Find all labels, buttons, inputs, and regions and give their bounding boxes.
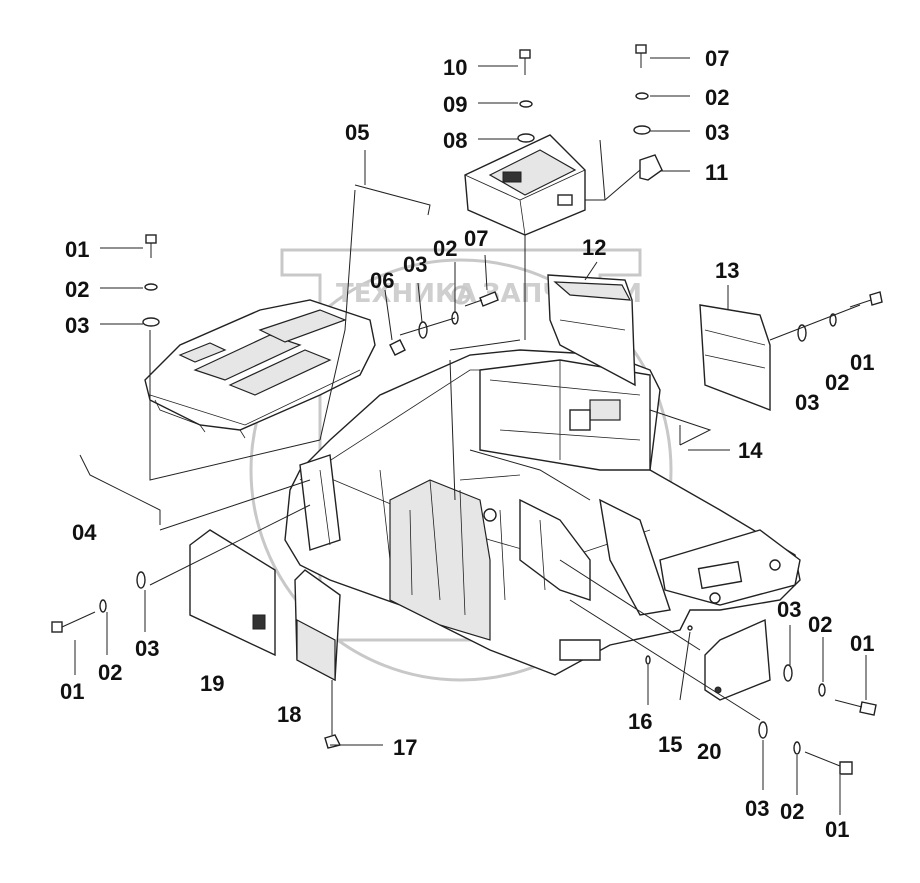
upper-frame (284, 349, 801, 676)
callout-03: 03 (135, 636, 159, 661)
rods (79, 184, 431, 525)
box-cover (464, 134, 586, 236)
callout-01: 01 (825, 817, 849, 842)
side-panel-12 (547, 274, 636, 387)
callout-02: 02 (780, 799, 804, 824)
callout-02: 02 (825, 370, 849, 395)
watermark: ТЕХНИКА ЗАПЧАСТИ (249, 248, 673, 682)
callout-08: 08 (443, 128, 467, 153)
callout-01: 01 (850, 350, 874, 375)
callout-03: 03 (65, 313, 89, 338)
callout-16: 16 (628, 709, 652, 734)
callout-03: 03 (403, 252, 427, 277)
callout-02: 02 (433, 236, 457, 261)
callout-14: 14 (738, 438, 763, 463)
callout-02: 02 (65, 277, 89, 302)
side-panel-13 (699, 304, 771, 412)
callout-12: 12 (582, 235, 606, 260)
callout-05: 05 (345, 120, 369, 145)
callout-19: 19 (200, 671, 224, 696)
callout-01: 01 (65, 237, 89, 262)
callout-03: 03 (705, 120, 729, 145)
callout-11: 11 (705, 160, 728, 185)
door-panel-19 (189, 529, 276, 657)
callout-06: 06 (370, 268, 394, 293)
callout-01: 01 (60, 679, 84, 704)
callout-13: 13 (715, 258, 739, 283)
callout-01: 01 (850, 631, 874, 656)
callout-07: 07 (705, 46, 729, 71)
callout-02: 02 (98, 660, 122, 685)
callout-15: 15 (658, 732, 682, 757)
fasteners (51, 44, 883, 775)
callout-18: 18 (277, 702, 301, 727)
callout-02: 02 (705, 85, 729, 110)
callout-09: 09 (443, 92, 467, 117)
engine-hood (144, 299, 376, 439)
callout-03: 03 (745, 796, 769, 821)
callout-03: 03 (777, 597, 801, 622)
panel-18 (294, 569, 341, 682)
callout-17: 17 (393, 735, 417, 760)
callout-10: 10 (443, 55, 467, 80)
bracket-11 (639, 154, 663, 181)
panel-20 (704, 618, 771, 701)
callout-03: 03 (795, 390, 819, 415)
callout-07: 07 (464, 226, 488, 251)
leader-lines (74, 57, 867, 815)
callout-04: 04 (72, 520, 97, 545)
callout-20: 20 (697, 739, 721, 764)
callout-02: 02 (808, 612, 832, 637)
callout-labels: 10 09 08 07 02 03 11 05 12 13 01 02 03 0… (60, 46, 874, 842)
